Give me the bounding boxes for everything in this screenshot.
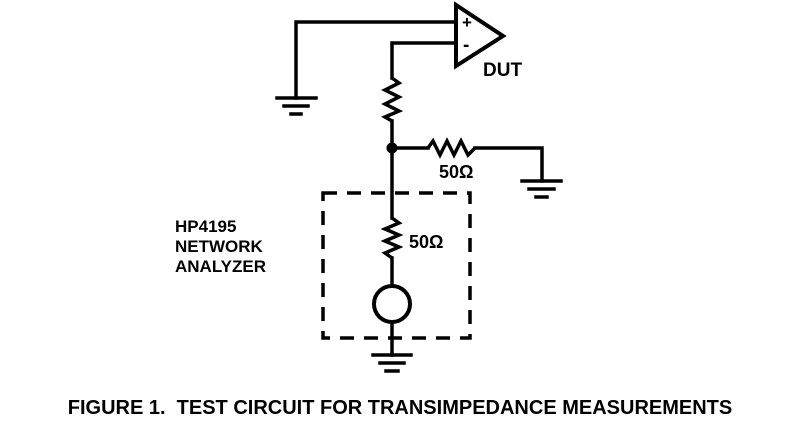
opamp-symbol [454,1,507,70]
minus-input-wire [390,41,458,80]
wire-to-right-ground [473,146,544,183]
plus-input-wire [294,20,458,100]
figure-caption: FIGURE 1. TEST CIRCUIT FOR TRANSIMPEDANC… [68,397,732,419]
termination-resistor [426,137,477,159]
dut-label: DUT [483,60,522,81]
analyzer-label-line2: NETWORK [175,237,264,256]
signal-source-icon [372,284,412,324]
feedback-resistor [381,76,404,123]
source-resistor-label: 50Ω [409,232,443,252]
source-resistor [380,216,404,260]
opamp-plus-label: + [462,13,472,32]
analyzer-label-line1: HP4195 [175,217,236,236]
opamp-minus-label: - [463,35,469,56]
termination-resistor-label: 50Ω [439,162,473,182]
analyzer-boundary-box [321,191,472,340]
ground-bottom-icon [371,353,413,373]
ground-right-icon [520,179,563,199]
analyzer-label-line3: ANALYZER [175,257,266,276]
ground-left-icon [275,96,318,116]
